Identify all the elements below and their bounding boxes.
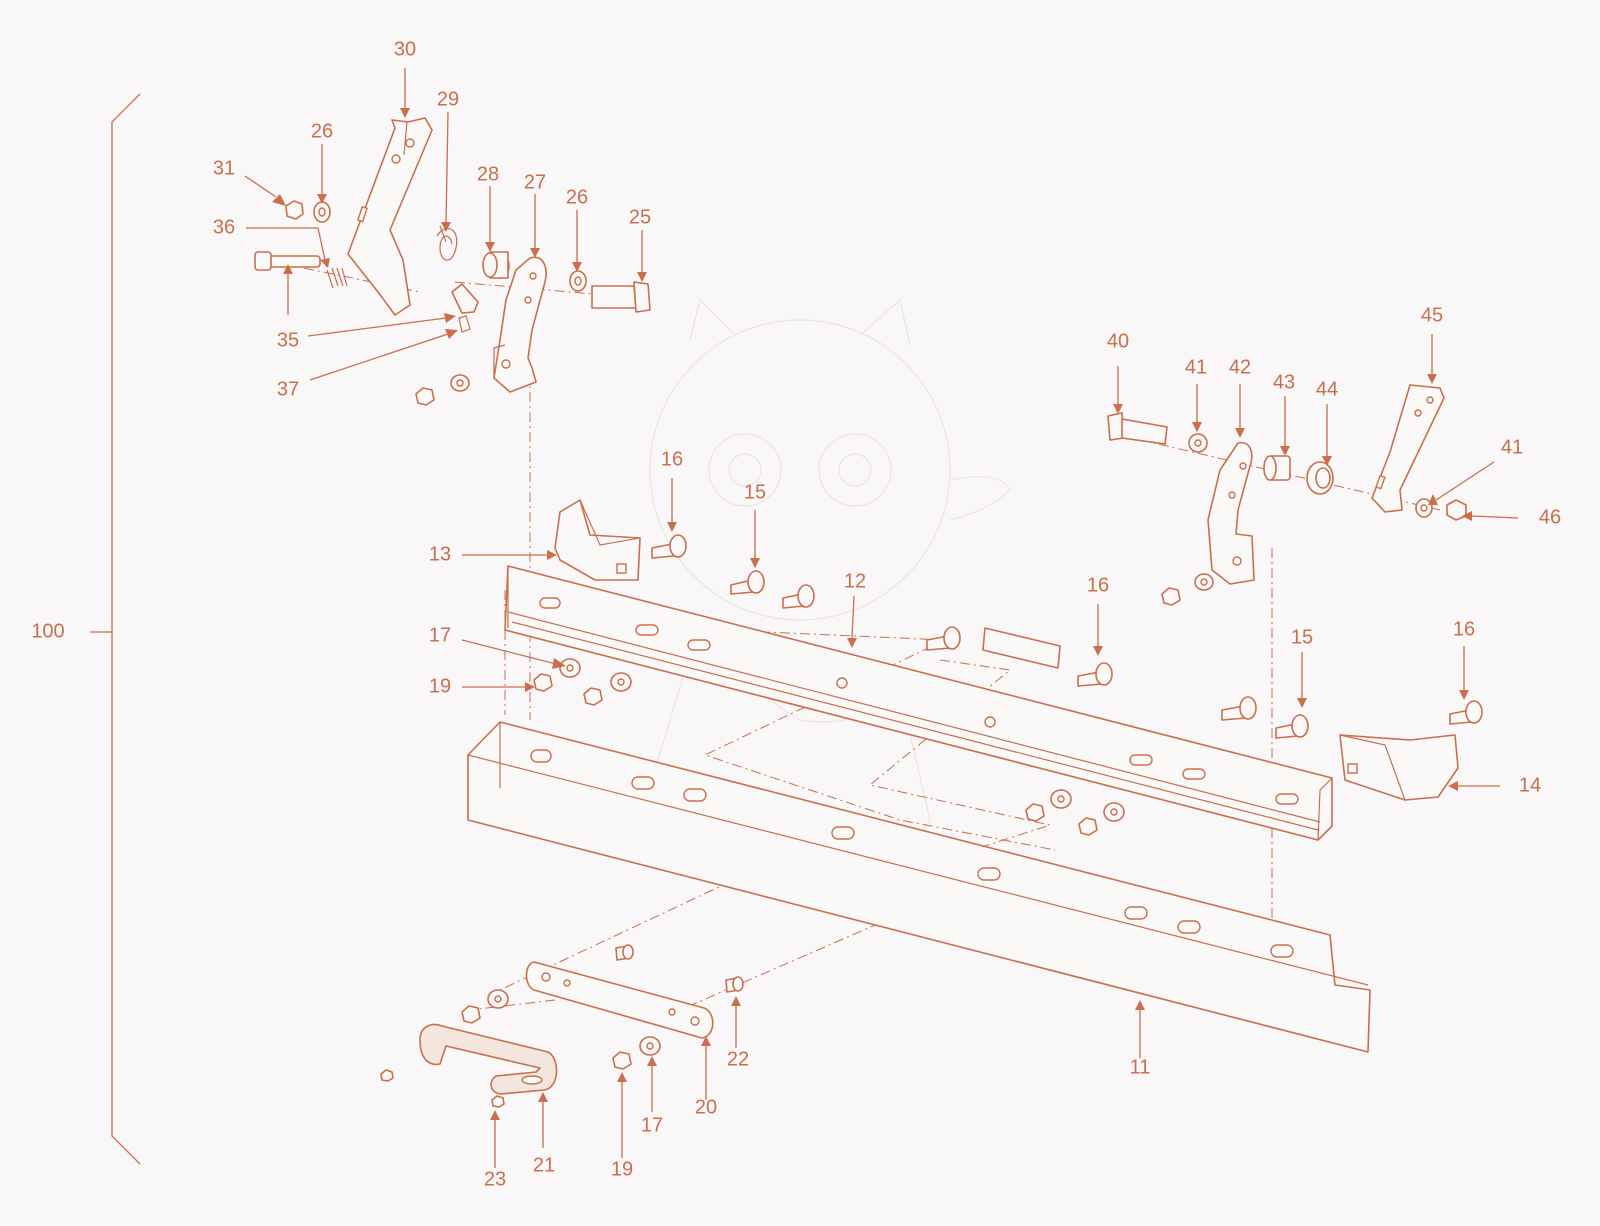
part-13-left-wedge: [554, 499, 641, 581]
callout-22: 22: [727, 1048, 749, 1070]
carriage-bolts: [651, 534, 1483, 739]
assembly-bracket: [90, 93, 141, 1165]
part-14-right-wedge: [1339, 734, 1459, 801]
callout-42: 42: [1229, 356, 1251, 378]
callout-44: 44: [1316, 378, 1338, 400]
callout-21: 21: [533, 1154, 555, 1176]
callout-17: 17: [429, 624, 451, 646]
callout-16: 16: [661, 448, 683, 470]
handle-assembly: [380, 944, 744, 1108]
right-pivot-assembly: [1107, 384, 1467, 606]
callout-13: 13: [429, 543, 451, 565]
callout-16: 16: [1453, 618, 1475, 640]
callout-45: 45: [1421, 304, 1443, 326]
nuts-and-washers: [533, 658, 1125, 836]
callout-37: 37: [277, 378, 299, 400]
callout-23: 23: [484, 1168, 506, 1190]
callout-14: 14: [1519, 774, 1541, 796]
part-12-upper-channel: [504, 565, 1333, 841]
callout-leaders: [244, 68, 1519, 1168]
callout-46: 46: [1539, 506, 1561, 528]
part-11-lower-plate: [467, 721, 1371, 1053]
callout-40: 40: [1107, 330, 1129, 352]
callout-41: 41: [1501, 436, 1523, 458]
callout-15: 15: [1291, 626, 1313, 648]
callout-26: 26: [311, 120, 333, 142]
callout-31: 31: [213, 157, 235, 179]
callout-27: 27: [524, 171, 546, 193]
callout-16: 16: [1087, 574, 1109, 596]
callout-12: 12: [844, 570, 866, 592]
decal-label: [982, 627, 1061, 669]
callout-41: 41: [1185, 356, 1207, 378]
callout-11: 11: [1130, 1056, 1151, 1078]
callout-43: 43: [1273, 371, 1295, 393]
callout-36: 36: [213, 216, 235, 238]
callout-labels: 100 30 29 26 31 28 27 26 25 36 35 37 40 …: [31, 38, 1561, 1190]
assembly-callout: 100: [31, 620, 64, 642]
left-pivot-assembly: [254, 117, 651, 406]
callout-28: 28: [477, 163, 499, 185]
callout-30: 30: [394, 38, 416, 60]
callout-15: 15: [744, 481, 766, 503]
callout-17: 17: [641, 1114, 663, 1136]
callout-20: 20: [695, 1096, 717, 1118]
callout-35: 35: [277, 329, 299, 351]
callout-19: 19: [611, 1158, 633, 1180]
callout-29: 29: [437, 88, 459, 110]
callout-26: 26: [566, 186, 588, 208]
callout-25: 25: [629, 206, 651, 228]
callout-19: 19: [429, 675, 451, 697]
